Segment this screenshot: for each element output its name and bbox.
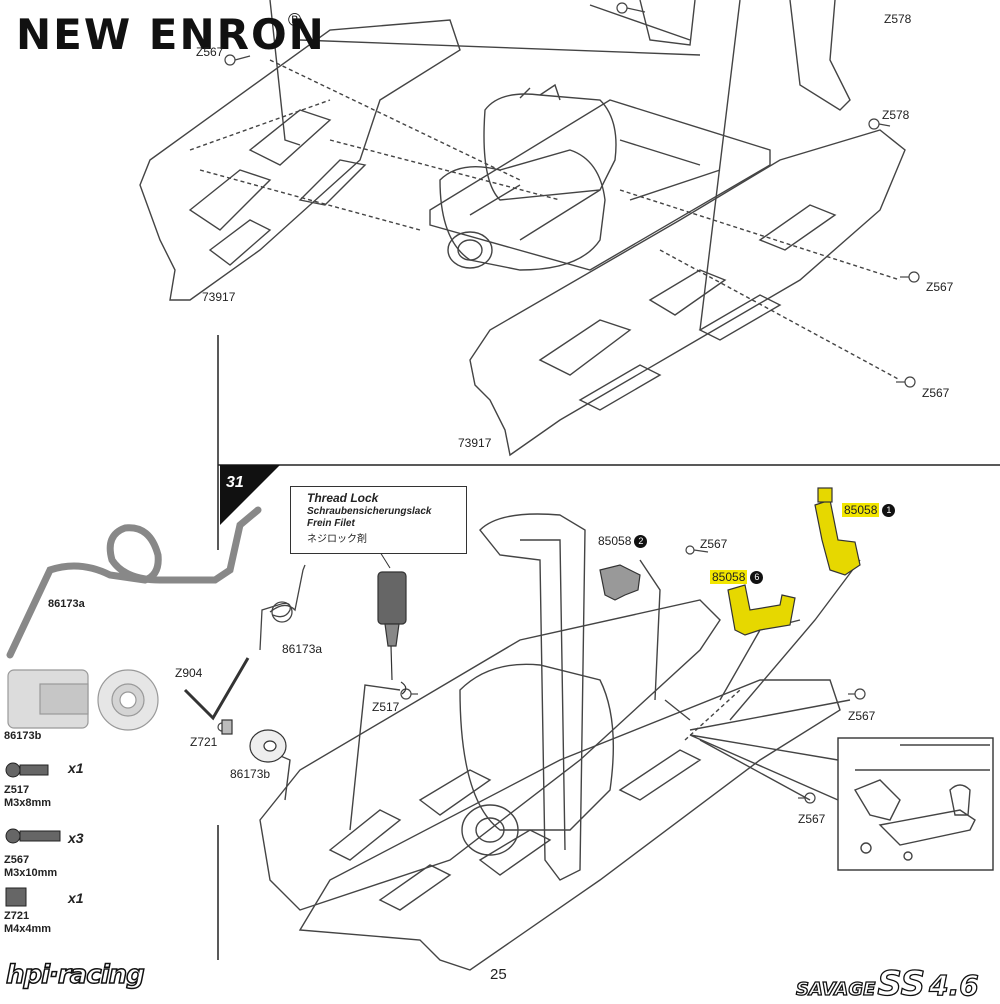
bracket-85058-6 <box>727 584 796 636</box>
hpi-racing-logo: hpi·racing <box>5 959 145 991</box>
label-z517: Z517 <box>372 700 400 714</box>
parts-list-86173b: 86173b <box>4 730 42 742</box>
thread-lock-german: Schraubensicherungslack <box>307 506 432 517</box>
label-z578-b: Z578 <box>882 108 910 122</box>
label-z567-2: Z567 <box>848 709 876 723</box>
parts-list-z517-size: M3x8mm <box>4 797 52 809</box>
bracket-85058-1 <box>814 499 861 576</box>
badge-6: 6 <box>750 571 764 585</box>
parts-list-z517-code: Z517 <box>4 784 30 796</box>
gearbox <box>439 149 606 271</box>
label-73917-left: 73917 <box>202 290 236 304</box>
parts-list-z567-qty: x3 <box>68 830 84 846</box>
chassis-plate-left <box>139 19 461 301</box>
allen-key-z904 <box>183 657 250 721</box>
collar-86173b-small <box>221 719 287 763</box>
label-z567-1: Z567 <box>700 537 728 551</box>
label-z567-top: Z567 <box>196 45 224 59</box>
step-badge <box>220 465 280 525</box>
parts-list-z567-size: M3x10mm <box>4 867 58 879</box>
label-73917-right: 73917 <box>458 436 492 450</box>
label-z904: Z904 <box>175 666 203 680</box>
collar-86173b-large <box>7 669 159 731</box>
thread-lock-callout: Thread Lock Schraubensicherungslack Frei… <box>290 486 467 554</box>
parts-list-86173a: 86173a <box>48 598 85 610</box>
lower-chassis-right <box>298 679 841 971</box>
bottom-plate <box>429 99 771 271</box>
lower-chassis-left <box>259 599 721 911</box>
label-86173b: 86173b <box>230 767 271 781</box>
bracket-85058-2 <box>599 564 641 601</box>
thread-lock-japanese: ネジロック剤 <box>307 534 367 545</box>
label-86173a: 86173a <box>282 642 323 656</box>
parts-list-z567-code: Z567 <box>4 854 30 866</box>
parts-list-z721-qty: x1 <box>68 890 84 906</box>
parts-list-z721-code: Z721 <box>4 910 30 922</box>
spring-86173a-small <box>259 564 306 651</box>
screw-icons <box>217 2 920 804</box>
parts-list-z721-size: M4x4mm <box>4 923 52 935</box>
label-z721: Z721 <box>190 735 218 749</box>
registered-mark: ® <box>288 10 302 30</box>
label-z567-3: Z567 <box>798 812 826 826</box>
parts-list-screws <box>5 762 61 907</box>
badge-2: 2 <box>634 535 648 549</box>
page-number: 25 <box>490 966 507 983</box>
highlighted-brackets <box>727 487 861 636</box>
thread-lock-bottle <box>377 571 407 695</box>
thread-lock-french: Frein Filet <box>307 518 355 529</box>
thread-lock-title: Thread Lock <box>307 491 379 505</box>
badge-1: 1 <box>882 504 896 518</box>
spring-86173a-large <box>6 506 262 659</box>
roll-cage-frame <box>479 513 586 881</box>
label-z567-b: Z567 <box>922 386 950 400</box>
chassis-plate-right <box>469 129 906 457</box>
brand-logo: NEW ENRON <box>16 10 326 59</box>
step-number: 31 <box>226 474 244 491</box>
label-z567-a: Z567 <box>926 280 954 294</box>
parts-list-z517-qty: x1 <box>68 760 84 776</box>
label-z578-a: Z578 <box>884 12 912 26</box>
